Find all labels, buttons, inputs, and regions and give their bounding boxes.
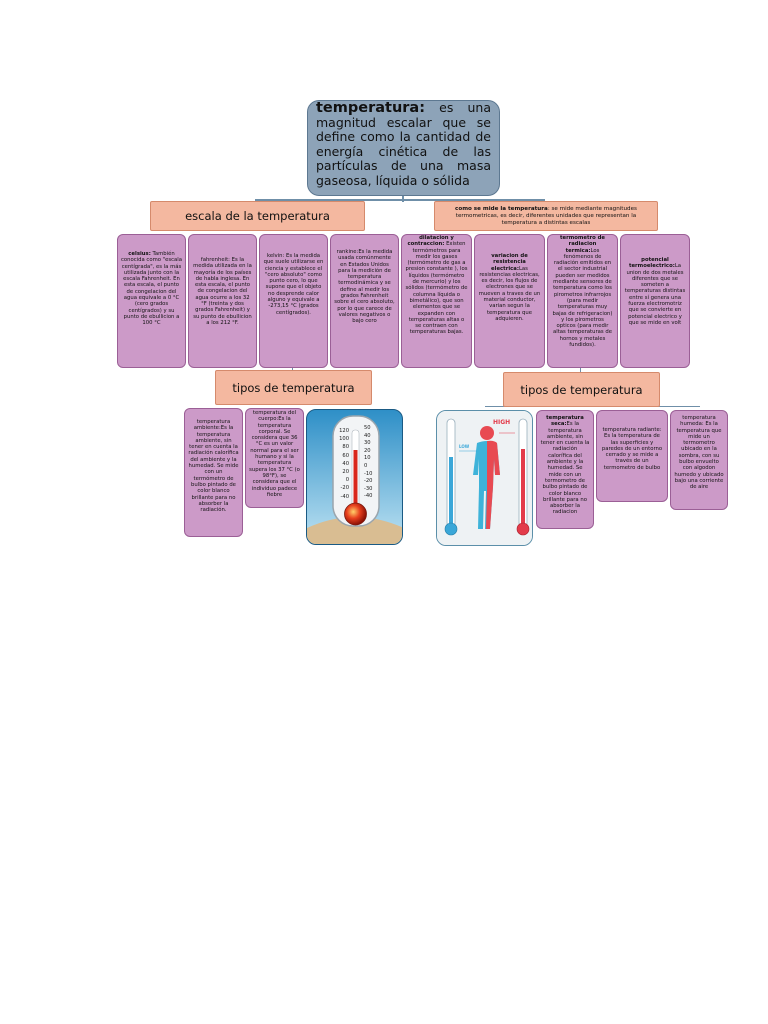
scale-tick-right: -20 <box>364 478 373 485</box>
box-temp-seca-title: temperatura seca: <box>546 415 584 428</box>
box-termoelectrico-body: La union de dos metales diferentes que s… <box>624 263 686 326</box>
body-temperature-picture: HIGH LOW <box>436 410 533 546</box>
box-temp-humeda-body: temperatura humeda: Es la temperatura qu… <box>674 415 724 491</box>
box-radiacion-body: Los fenómenos de radiación emitidos en e… <box>552 247 613 349</box>
box-dilatacion-title: dilatacion y contraccion: <box>407 235 454 248</box>
scale-tick-right: -10 <box>364 470 373 477</box>
right-sub-header-label: tipos de temperatura <box>520 382 643 397</box>
scale-tick-right: 30 <box>364 440 371 447</box>
box-celsius: celsius: También conocida como "escala c… <box>117 234 186 368</box>
scale-tick-right: 10 <box>364 455 371 462</box>
box-dilatacion: dilatacion y contraccion: Existen termóm… <box>401 234 472 368</box>
box-dilatacion-body: Existen termómetros para medir los gases… <box>405 241 468 336</box>
scale-tick-left: 60 <box>342 452 349 459</box>
thermometer-illustration <box>307 410 402 544</box>
box-kelvin: kelvin: Es la medida que suele utilizars… <box>259 234 328 368</box>
scale-tick-left: 80 <box>342 444 349 451</box>
scale-tick-left: 120 <box>339 428 349 434</box>
box-rankine: rankine:Es la medida usada comúnmente en… <box>330 234 399 368</box>
root-definition: es una magnitud escalar que se define co… <box>316 100 491 188</box>
box-termoelectrico: potencial termoelectrico:La union de dos… <box>620 234 690 368</box>
scale-tick-left: -20 <box>340 485 349 492</box>
right-sub-header: tipos de temperatura <box>503 372 660 407</box>
box-celsius-title: celsius: <box>128 251 151 257</box>
scale-tick-right: 40 <box>364 432 371 439</box>
box-temp-cuerpo: temperatura del cuerpo:Es la temperatura… <box>245 408 304 508</box>
box-resistencia-title: variacion de resistencia electrica: <box>491 253 528 272</box>
left-header: escala de la temperatura <box>150 201 365 231</box>
box-temp-ambiente: temperatura ambiente:Es la temperatura a… <box>184 408 243 537</box>
root-node: temperatura: es una magnitud escalar que… <box>307 100 500 196</box>
scale-tick-right: -30 <box>364 485 373 492</box>
box-radiacion-title: termometro de radiacion termica: <box>559 235 606 254</box>
root-term: temperatura: <box>316 100 426 116</box>
box-resistencia: variacion de resistencia electrica:Las r… <box>474 234 545 368</box>
box-resistencia-body: Las resistencias electricas, es decir, l… <box>478 265 541 322</box>
box-temp-humeda: temperatura humeda: Es la temperatura qu… <box>670 410 728 510</box>
scale-tick-right: 0 <box>364 462 368 469</box>
box-temp-radiante-body: temperatura radiante: Es la temperatura … <box>601 427 663 471</box>
scale-tick-left: 40 <box>342 460 349 467</box>
left-sub-header-label: tipos de temperatura <box>232 380 355 395</box>
box-celsius-body: También conocida como "escala centígrada… <box>121 251 182 327</box>
box-temp-radiante: temperatura radiante: Es la temperatura … <box>596 410 668 502</box>
box-fahrenheit-body: fahrenheit: Es la medida utilizada en la… <box>193 257 252 326</box>
right-header: como se mide la temperatura: se mide med… <box>434 201 658 231</box>
scale-tick-right: 50 <box>364 425 371 431</box>
box-rankine-body: rankine:Es la medida usada comúnmente en… <box>334 249 395 325</box>
connector-left-sub <box>292 366 293 372</box>
left-sub-header: tipos de temperatura <box>215 370 372 405</box>
right-header-body: : se mide mediante magnitudes termometri… <box>455 205 637 226</box>
box-temp-seca-body: Es la temperatura ambiente, sin tener en… <box>540 421 590 516</box>
right-header-title: como se mide la temperatura <box>455 205 548 212</box>
scale-tick-right: -40 <box>364 493 373 500</box>
box-temp-seca: temperatura seca:Es la temperatura ambie… <box>536 410 594 529</box>
body-temperature-illustration <box>437 411 532 545</box>
right-header-text: como se mide la temperatura: se mide med… <box>439 206 653 227</box>
low-label: LOW <box>459 444 470 449</box>
high-label: HIGH <box>493 419 511 426</box>
scale-tick-left: -40 <box>340 493 349 500</box>
box-temp-ambiente-body: temperatura ambiente:Es la temperatura a… <box>188 419 239 514</box>
box-temp-cuerpo-body: temperatura del cuerpo:Es la temperatura… <box>249 410 300 498</box>
box-kelvin-body: kelvin: Es la medida que suele utilizars… <box>263 253 324 316</box>
connector-horizontal <box>255 199 545 201</box>
scale-tick-left: 100 <box>339 436 349 443</box>
box-fahrenheit: fahrenheit: Es la medida utilizada en la… <box>188 234 257 368</box>
scale-tick-left: 20 <box>342 469 349 476</box>
box-termoelectrico-title: potencial termoelectrico: <box>628 257 675 270</box>
scale-tick-right: 20 <box>364 447 371 454</box>
left-header-label: escala de la temperatura <box>185 209 330 223</box>
connector-right-sub <box>580 366 581 372</box>
scale-tick-left: 0 <box>345 477 349 484</box>
box-radiacion: termometro de radiacion termica:Los fenó… <box>547 234 618 368</box>
